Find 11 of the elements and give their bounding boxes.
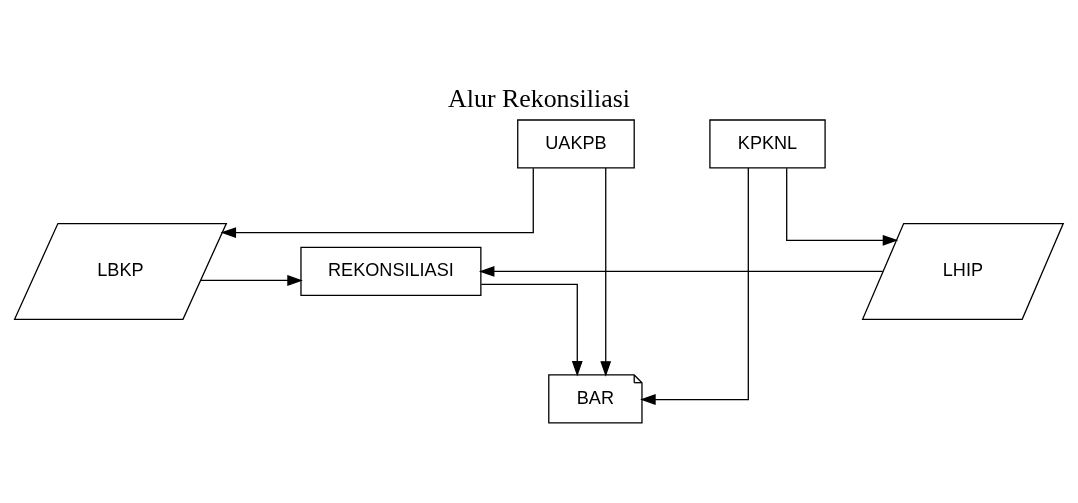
node-box: UAKPB (517, 118, 635, 169)
arrow (478, 265, 884, 277)
arrow (480, 283, 583, 377)
node-box: REKONSILIASI (300, 246, 482, 296)
arrow (640, 166, 749, 405)
arrow (600, 166, 612, 377)
diagram-title: Alur Rekonsiliasi (448, 83, 630, 113)
arrow (220, 167, 534, 238)
arrow (200, 274, 303, 286)
node-box: KPKNL (709, 118, 826, 169)
arrow (786, 167, 899, 246)
